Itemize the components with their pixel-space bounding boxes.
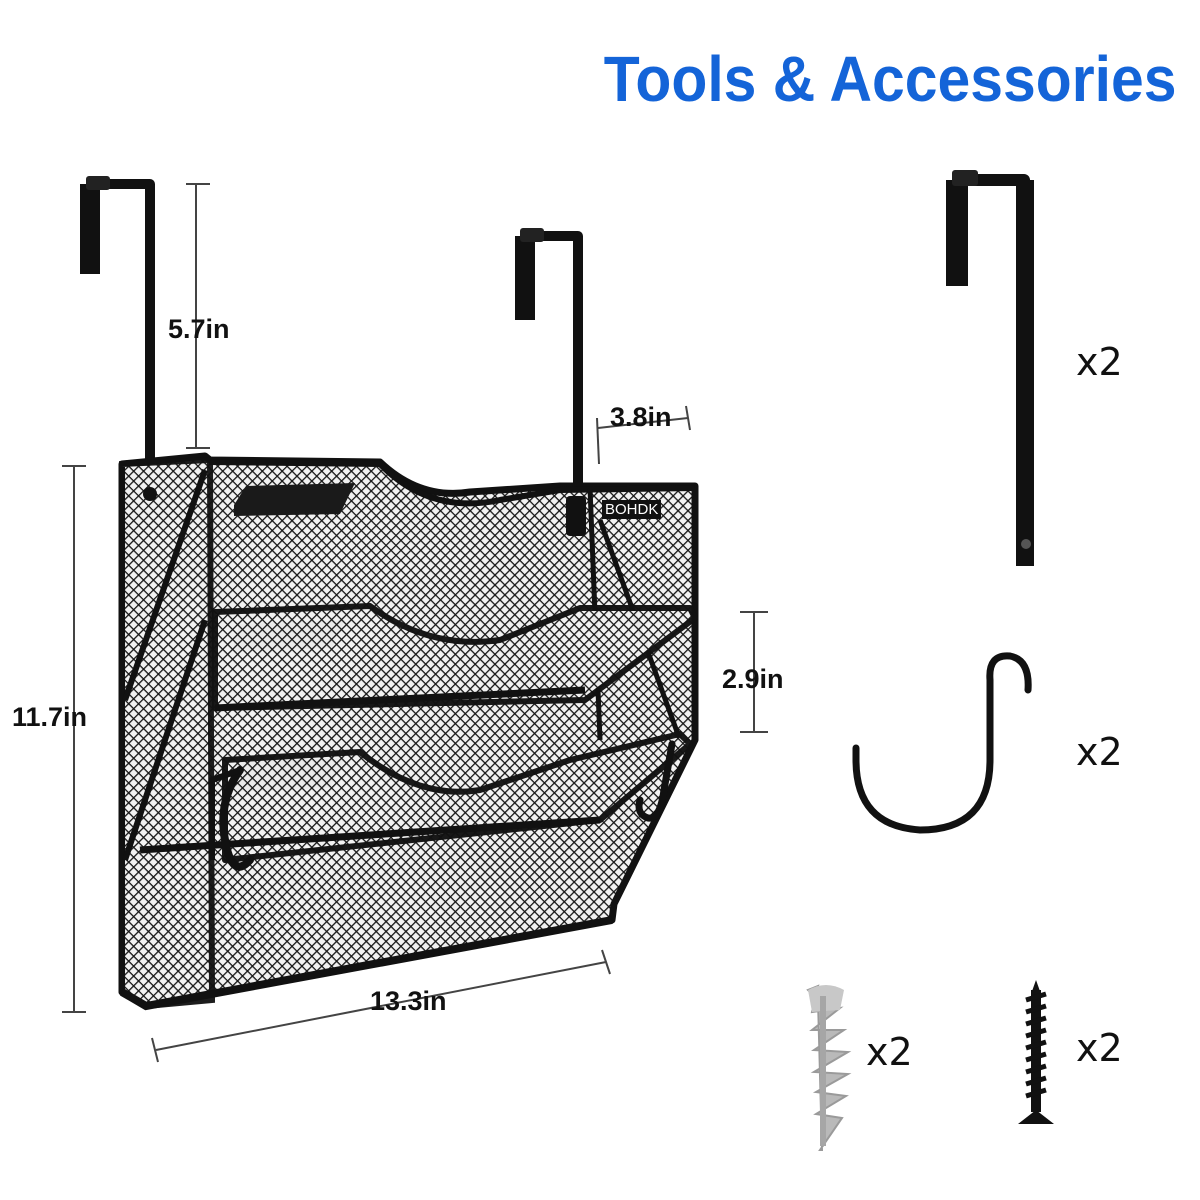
wall-anchor-icon: [806, 984, 852, 1151]
s-hook-quantity: x2: [1076, 730, 1123, 774]
hook-depth-label: 3.8in: [610, 402, 672, 432]
screw-quantity: x2: [1076, 1026, 1123, 1070]
over-door-hook-quantity: x2: [1076, 340, 1123, 384]
over-door-hook-icon: [946, 170, 1034, 566]
organizer-hook-right: [515, 228, 583, 530]
pocket-spacing-label: 2.9in: [722, 664, 784, 694]
width-label: 13.3in: [370, 986, 447, 1016]
organizer-hook-left: [80, 176, 155, 460]
hook-height-label: 5.7in: [168, 314, 230, 344]
page-title: Tools & Accessories: [603, 43, 1176, 115]
dimension-lines: [62, 183, 768, 1063]
s-hook-icon: [852, 652, 1032, 834]
total-height-label: 11.7in: [12, 702, 88, 732]
wall-anchor-quantity: x2: [866, 1030, 913, 1074]
brand-label: BOHDK: [602, 500, 662, 519]
file-organizer: [118, 452, 699, 1011]
screw-icon: [1018, 980, 1054, 1124]
